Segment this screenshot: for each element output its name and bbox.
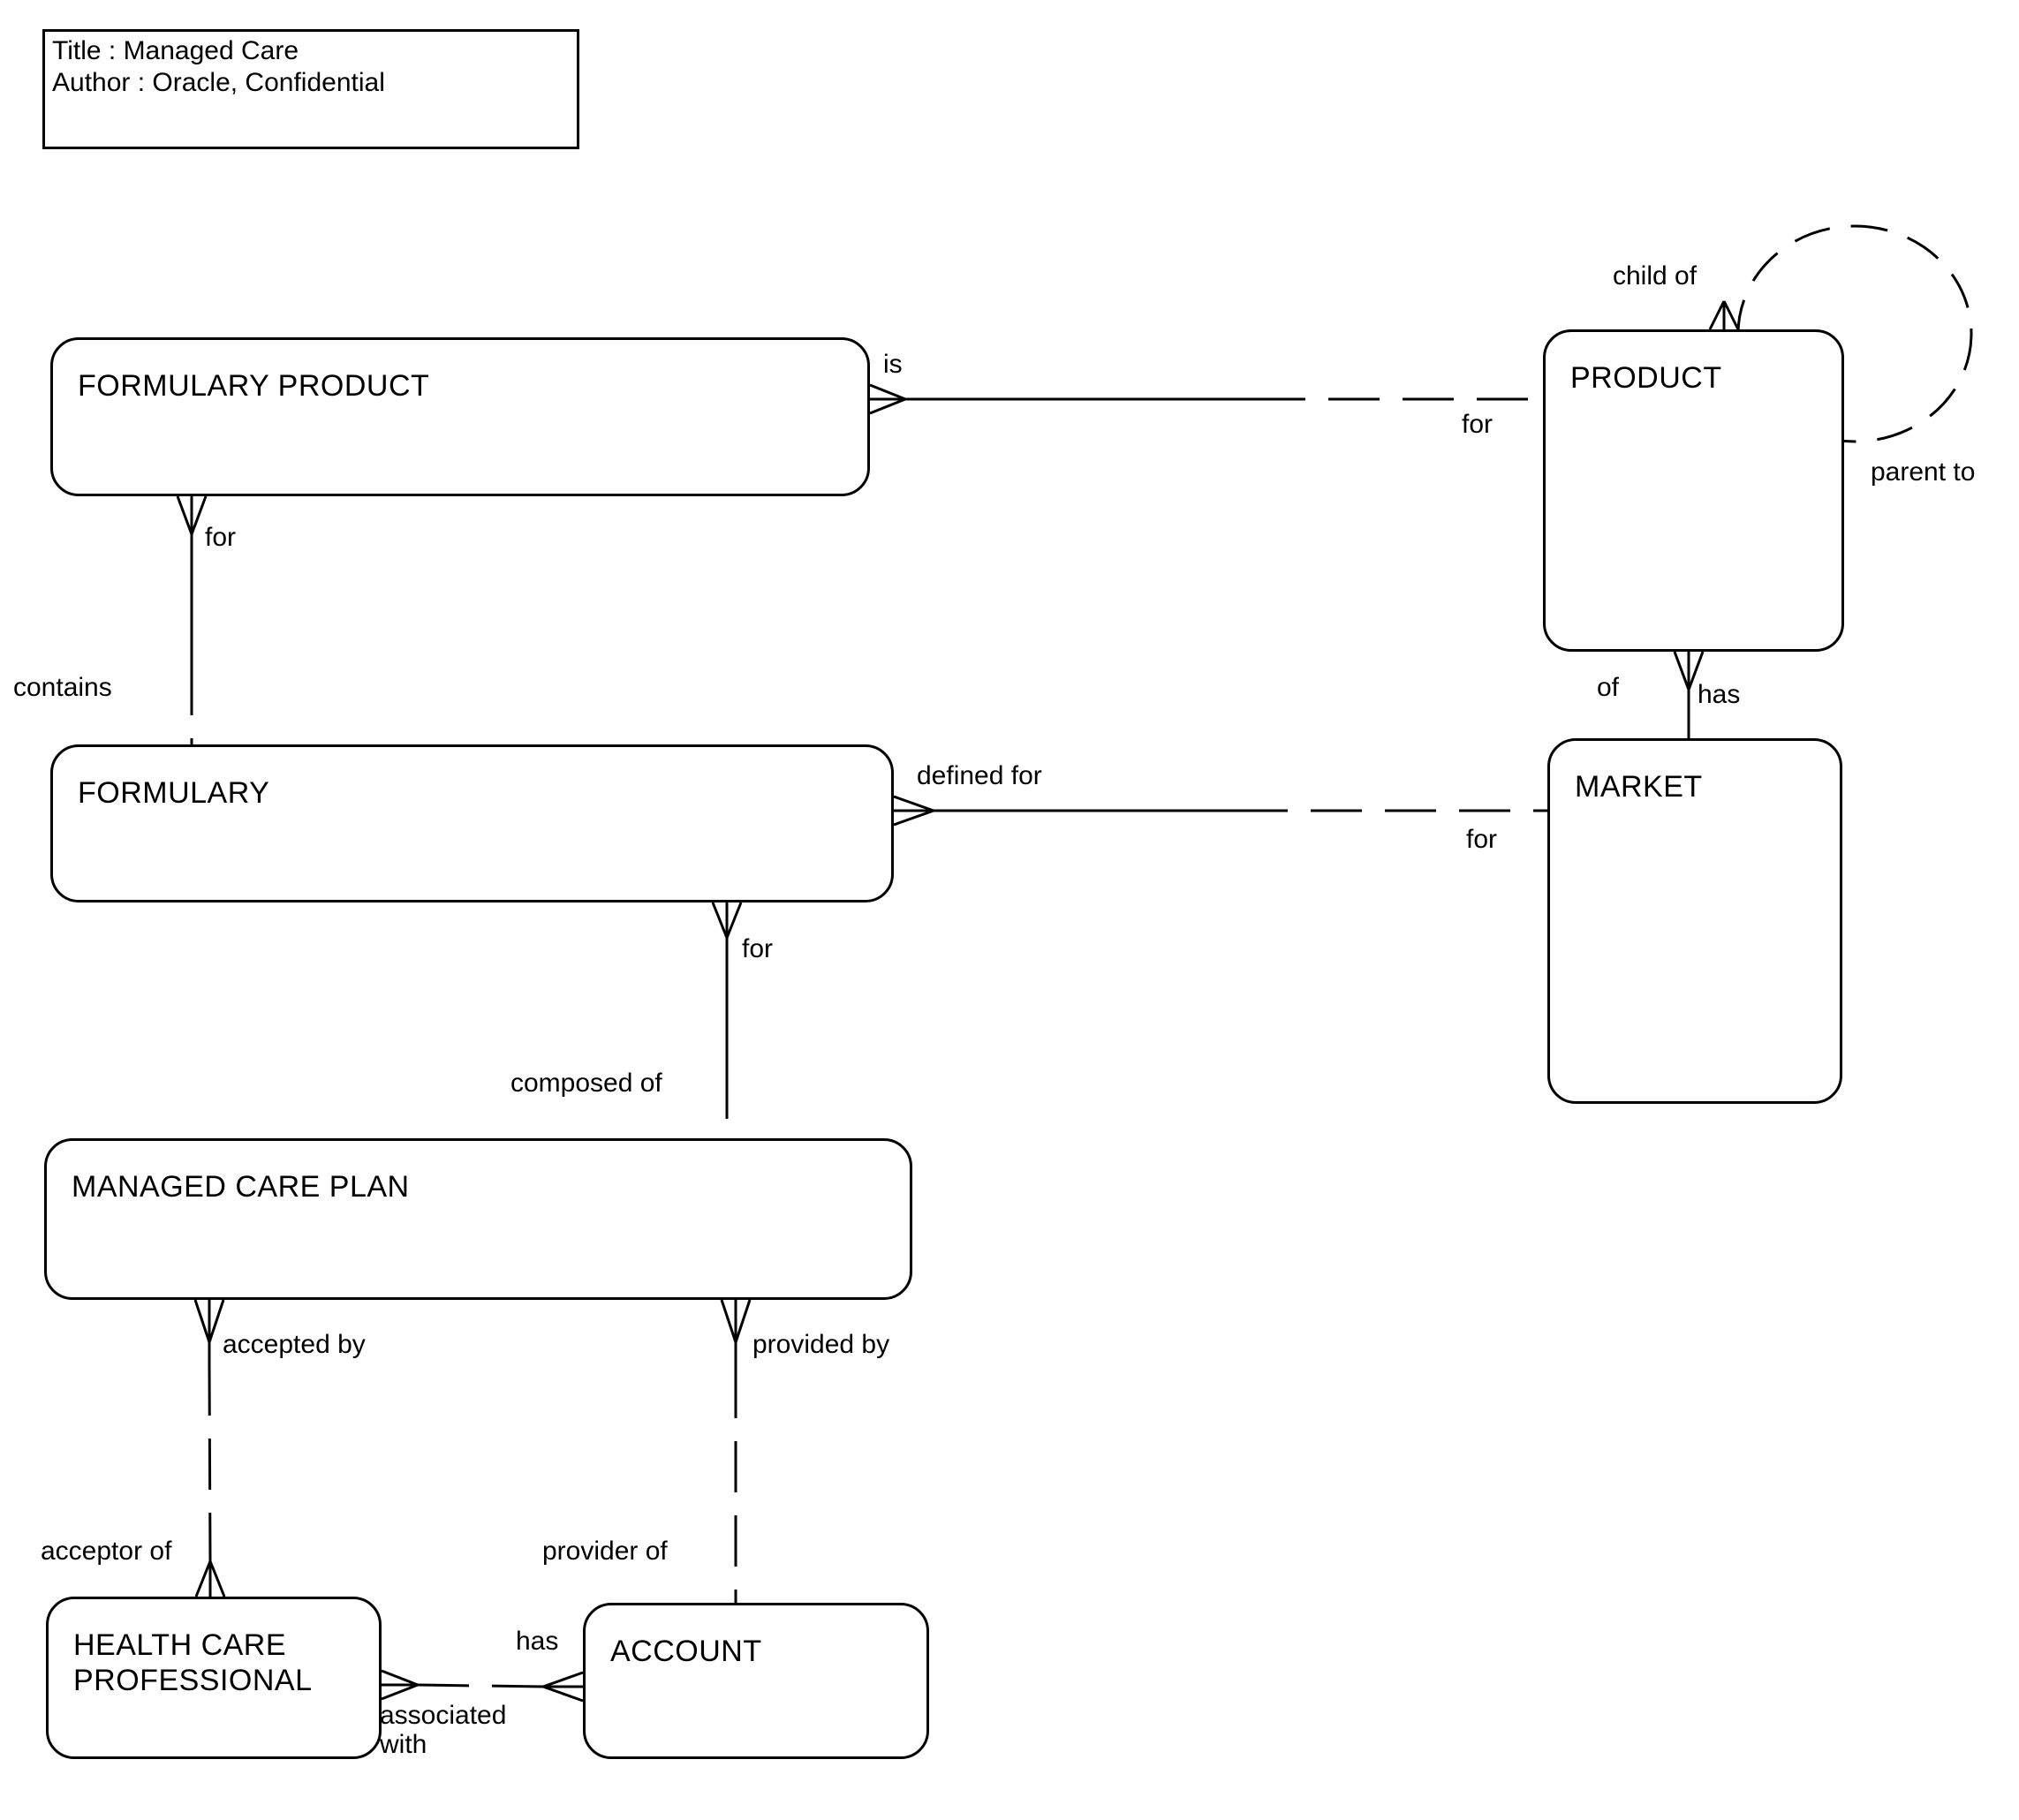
relationship-line — [869, 383, 906, 401]
diagram-author: Author : Oracle, Confidential — [52, 68, 385, 97]
diagram-title-box: Title : Managed Care Author : Oracle, Co… — [42, 29, 579, 149]
relationship-label: contains — [13, 673, 112, 702]
relationship-line — [893, 795, 934, 812]
relationship-line — [176, 495, 193, 535]
entity-formulary: FORMULARY — [50, 744, 894, 902]
entity-account: ACCOUNT — [583, 1603, 929, 1759]
relationship-line — [1687, 651, 1705, 691]
entity-label: MARKET — [1575, 770, 1703, 804]
relationship-label: for — [1462, 410, 1493, 439]
relationship-label: acceptor of — [41, 1537, 172, 1566]
relationship-line — [208, 1560, 226, 1597]
relationship-line — [893, 809, 934, 827]
relationship-line — [208, 1299, 225, 1343]
entity-market: MARKET — [1547, 738, 1842, 1104]
relationship-line — [542, 1685, 584, 1703]
relationship-label: parent to — [1871, 457, 1976, 487]
relationship-label: for — [1466, 825, 1498, 854]
diagram-title: Title : Managed Care — [52, 36, 299, 65]
relationship-label: accepted by — [223, 1330, 366, 1359]
relationship-label: of — [1597, 673, 1620, 702]
relationship-line — [417, 1683, 544, 1688]
relationship-label: for — [742, 934, 774, 963]
entity-label: HEALTH CARE PROFESSIONAL — [73, 1628, 313, 1697]
relationship-label: provided by — [752, 1330, 890, 1359]
relationship-label: is — [883, 350, 903, 379]
entity-label: FORMULARY PRODUCT — [78, 369, 430, 403]
entity-label: PRODUCT — [1570, 361, 1722, 395]
relationship-line — [869, 397, 906, 415]
entity-health-care-professional: HEALTH CARE PROFESSIONAL — [46, 1597, 382, 1759]
entity-label: FORMULARY — [78, 776, 270, 810]
relationship-label: composed of — [510, 1069, 662, 1098]
relationship-line — [734, 1299, 752, 1343]
entity-managed-care-plan: MANAGED CARE PLAN — [44, 1138, 912, 1300]
relationship-label: associated with — [380, 1701, 507, 1759]
relationship-line — [190, 495, 208, 535]
relationship-line — [381, 1669, 419, 1687]
relationship-line — [381, 1683, 419, 1701]
entity-formulary-product: FORMULARY PRODUCT — [50, 337, 870, 496]
entity-label: MANAGED CARE PLAN — [72, 1170, 410, 1204]
relationship-line — [208, 1363, 212, 1562]
relationship-line — [720, 1299, 737, 1343]
entity-label: ACCOUNT — [610, 1635, 762, 1668]
entity-product: PRODUCT — [1543, 329, 1844, 652]
relationship-line — [1673, 651, 1690, 691]
relationship-label: child of — [1613, 261, 1698, 291]
relationship-label: defined for — [917, 761, 1042, 790]
relationship-line — [542, 1671, 584, 1688]
relationship-line — [193, 1299, 211, 1343]
relationship-label: for — [205, 523, 237, 552]
relationship-line — [711, 902, 729, 939]
relationship-line — [194, 1560, 212, 1597]
relationship-line — [725, 902, 743, 939]
relationship-line — [1708, 300, 1726, 330]
relationship-label: provider of — [542, 1537, 668, 1566]
relationship-line — [1722, 300, 1740, 330]
relationship-label: has — [516, 1627, 559, 1656]
relationship-label: has — [1698, 680, 1741, 709]
